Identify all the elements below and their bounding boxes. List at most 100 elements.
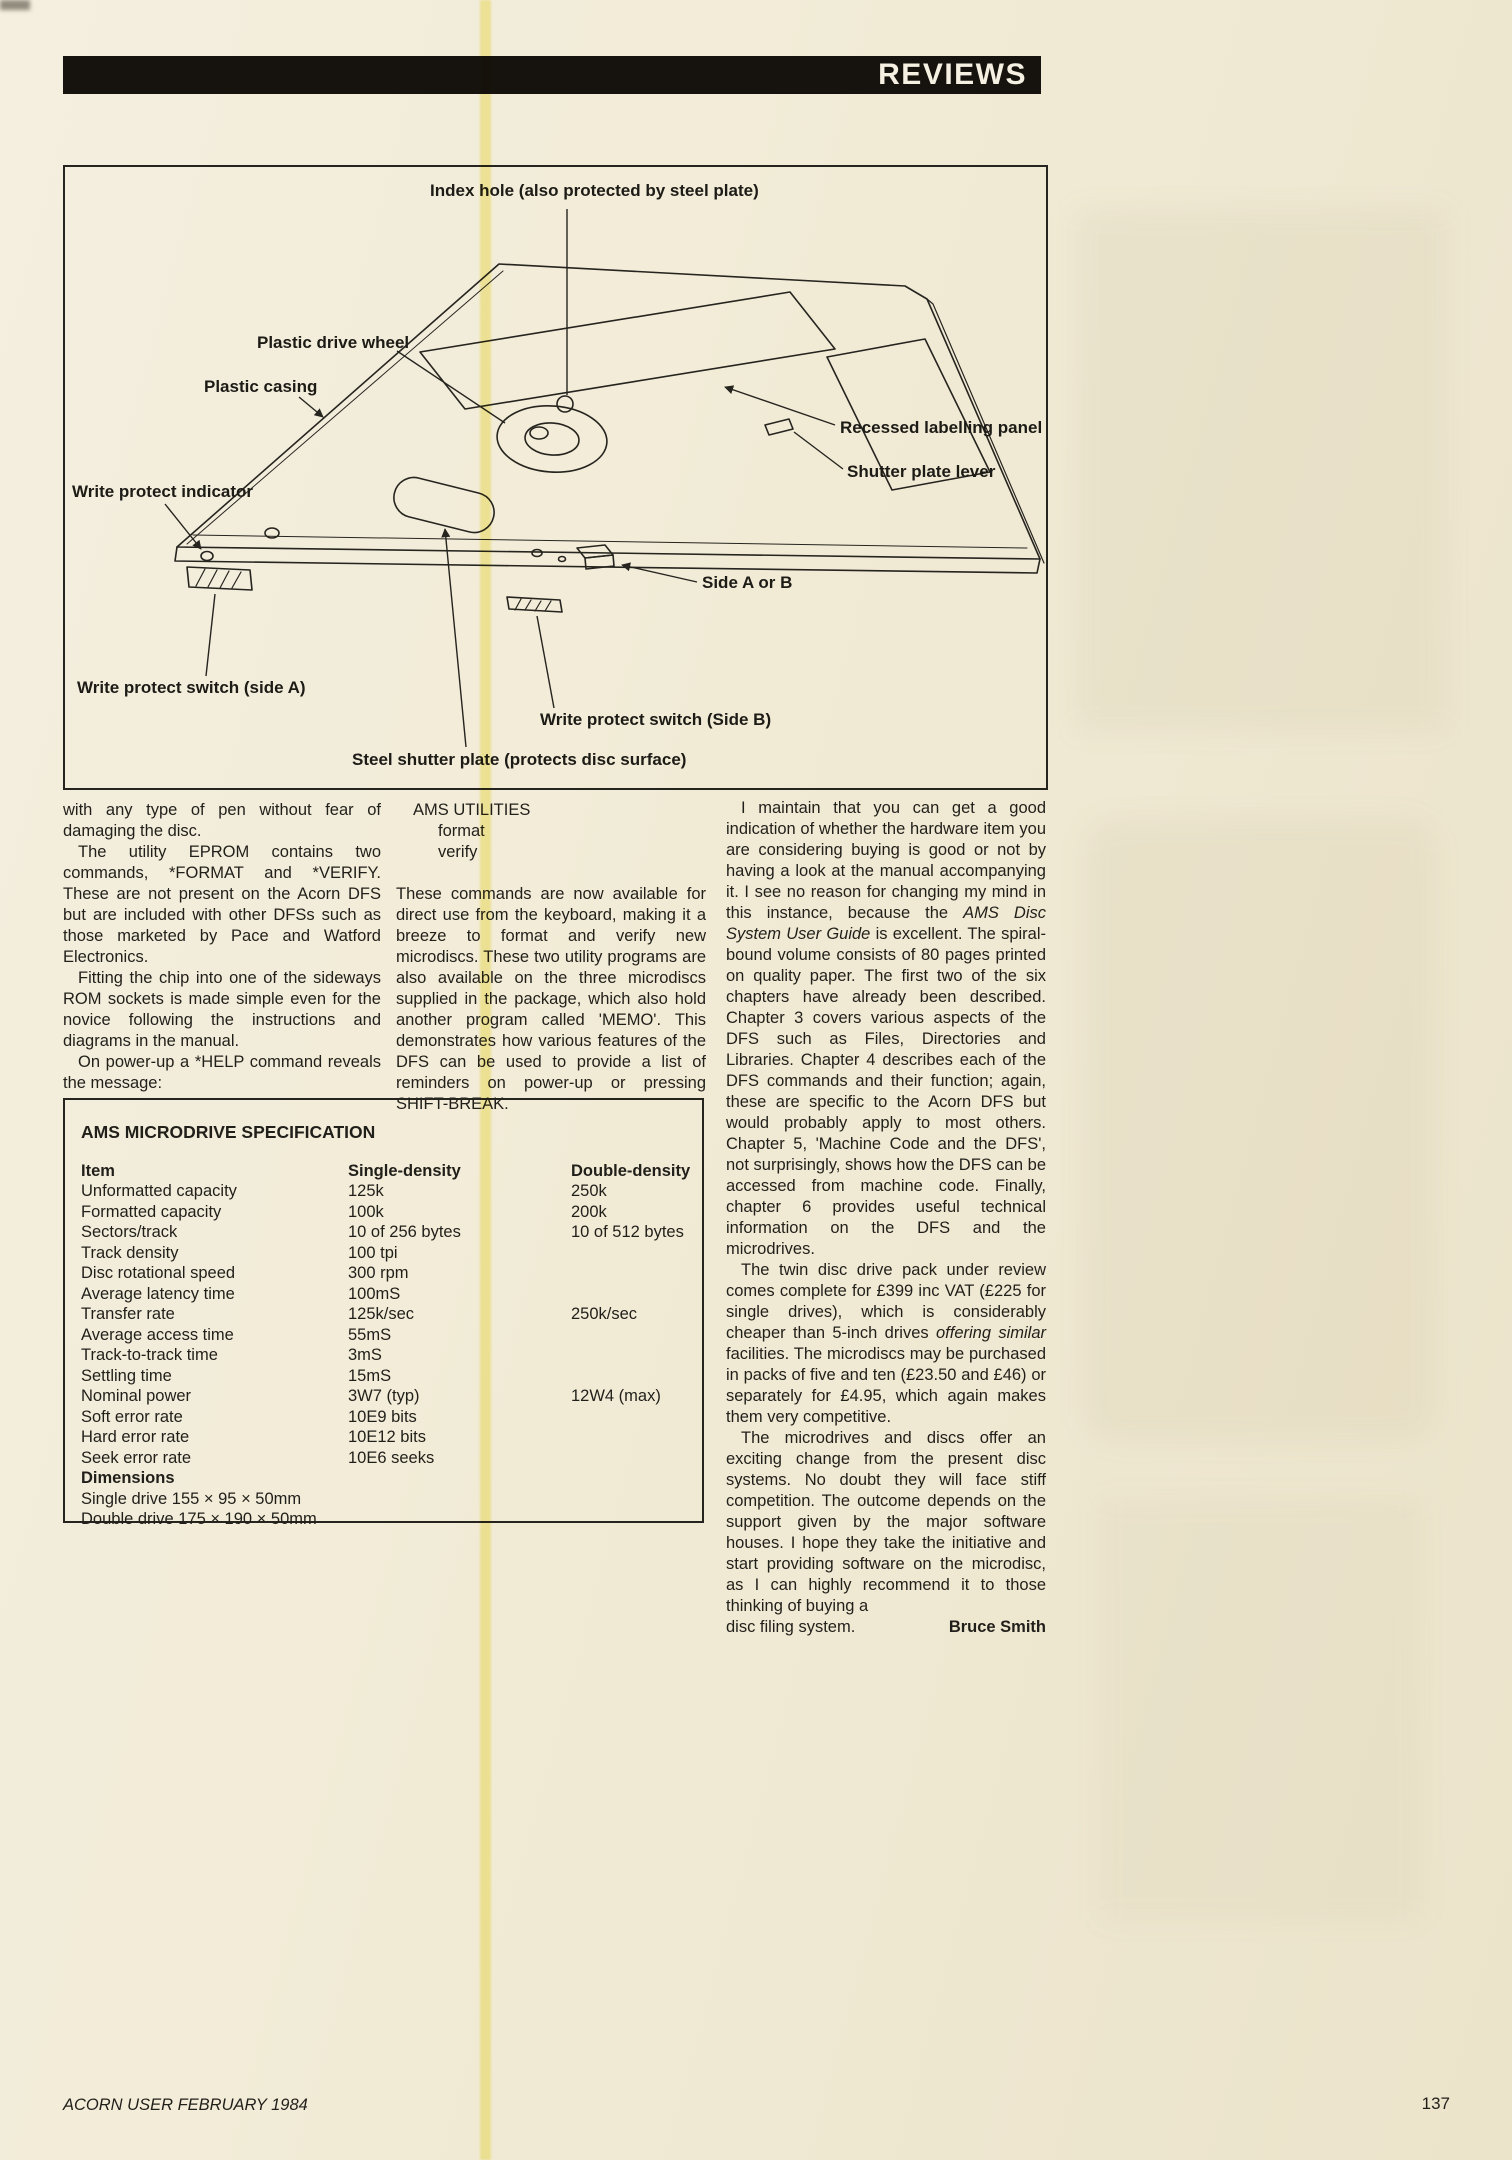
spec-cell: Formatted capacity [81, 1202, 222, 1221]
paragraph-text: I maintain that you can get a good indic… [726, 799, 1046, 922]
spec-header-row: Item Single-density Double-density [81, 1161, 690, 1182]
spec-table: AMS MICRODRIVE SPECIFICATION Item Single… [63, 1098, 704, 1528]
spec-cell: Nominal power [81, 1387, 192, 1405]
spec-cell: 10 of 256 bytes [348, 1223, 461, 1241]
diagram-label-index-hole: Index hole (also protected by steel plat… [430, 181, 759, 200]
spec-cell [571, 1325, 686, 1346]
disc-body-outline [176, 263, 1041, 560]
spec-dimensions-heading: Dimensions [81, 1469, 175, 1487]
diagram-label-plastic-casing: Plastic casing [204, 377, 318, 396]
labelling-panel [826, 338, 991, 491]
spec-cell [571, 1284, 686, 1305]
disc-bottom-thickness [174, 546, 1041, 574]
scan-bleed-artifact [1075, 210, 1445, 730]
paragraph-text: facilities. The microdiscs may be purcha… [726, 1345, 1046, 1426]
spec-cell: 10 of 512 bytes [571, 1223, 684, 1241]
index-hole [556, 395, 574, 413]
casing-hole [557, 555, 567, 563]
article-column-3: I maintain that you can get a good indic… [726, 798, 1046, 1638]
leader-lines [164, 209, 844, 748]
leader-side-a-or-b [621, 562, 698, 583]
page-section-title: REVIEWS [878, 58, 1027, 91]
drive-hub-inner [524, 422, 580, 456]
spec-cell: 3mS [348, 1346, 382, 1364]
spec-cell: 125k/sec [348, 1305, 415, 1323]
disc-diagram: Index hole (also protected by steel plat… [63, 165, 1048, 790]
spec-cell: Settling time [81, 1366, 172, 1385]
spec-cell: Hard error rate [81, 1428, 190, 1446]
spec-cell: 100 tpi [348, 1243, 398, 1262]
spec-header-cell: Double-density [571, 1161, 691, 1180]
diagram-label-plastic-drive-wheel: Plastic drive wheel [257, 333, 410, 352]
drive-hole [529, 426, 549, 440]
spec-cell: Soft error rate [81, 1407, 183, 1426]
listing-line: verify [438, 843, 478, 861]
spec-cell: 12W4 (max) [571, 1387, 661, 1405]
spec-cell: 15mS [348, 1366, 392, 1385]
spec-cell: 10E9 bits [348, 1407, 417, 1426]
closing-line: disc filing system. Bruce Smith [726, 1617, 1046, 1638]
listing-line: AMS UTILITIES [413, 801, 531, 819]
spec-cell: 250k/sec [571, 1305, 638, 1323]
diagram-label-write-protect-switch-a: Write protect switch (side A) [77, 678, 306, 697]
leader-plastic-casing [298, 396, 324, 418]
spec-cell: 100mS [348, 1284, 401, 1303]
spec-cell: Sectors/track [81, 1223, 178, 1241]
spec-dimension-line: Double drive 175 × 190 × 50mm [81, 1510, 317, 1528]
paragraph: On power-up a *HELP command reveals the … [63, 1053, 381, 1092]
spec-table-title: AMS MICRODRIVE SPECIFICATION [81, 1122, 376, 1142]
shutter-lever [764, 418, 794, 436]
spec-row: Sectors/track 10 of 256 bytes 10 of 512 by… [81, 1222, 686, 1243]
paragraph: The utility EPROM contains two commands,… [63, 843, 381, 966]
screen-listing: AMS UTILITIES format verify [396, 800, 706, 863]
diagram-label-recessed-labelling-panel: Recessed labelling panel [840, 418, 1043, 437]
spec-cell [571, 1407, 686, 1428]
paragraph: Fitting the chip into one of the sideway… [63, 969, 381, 1050]
paragraph: These commands are now available for dir… [396, 885, 706, 1113]
listing-line: format [438, 822, 485, 840]
spec-cell [571, 1427, 686, 1448]
spec-cell: 10E6 seeks [348, 1448, 435, 1467]
spec-cell: Average latency time [81, 1284, 235, 1303]
leader-write-protect-switch-b [536, 615, 555, 709]
scan-bleed-artifact [1100, 1500, 1420, 1920]
write-protect-switch-a-hatch [195, 568, 242, 589]
reviews-header-bar: REVIEWS [63, 56, 1041, 94]
diagram-label-side-a-or-b: Side A or B [702, 573, 793, 592]
footer-magazine-name: ACORN USER FEBRUARY 1984 [63, 2096, 308, 2114]
diagram-label-write-protect-switch-b: Write protect switch (Side B) [540, 710, 772, 729]
paragraph-text: The twin disc drive pack under review co… [726, 1261, 1046, 1342]
author-byline: Bruce Smith [948, 1618, 1046, 1636]
leader-steel-shutter-plate [441, 528, 467, 748]
paragraph: I maintain that you can get a good indic… [726, 798, 1046, 1260]
spec-cell [571, 1243, 686, 1264]
scan-smudge-artifact [0, 0, 30, 10]
spec-header-cell: Item [81, 1161, 115, 1180]
spec-cell: 200k [571, 1202, 607, 1221]
side-indicator-front [584, 554, 615, 570]
spec-row: Average latency time 100mS [81, 1284, 686, 1305]
diagram-label-shutter-plate-lever: Shutter plate lever [847, 462, 996, 481]
leader-write-protect-indicator [164, 503, 202, 550]
drive-hub-outer [496, 405, 608, 473]
closing-text: disc filing system. [726, 1618, 856, 1636]
footer-page-number: 137 [1421, 2094, 1450, 2113]
spec-cell [571, 1366, 686, 1387]
spec-cell [571, 1448, 686, 1469]
spec-cell [571, 1345, 686, 1366]
disc-left-seam [186, 270, 504, 545]
spec-dimension-line: Single drive 155 × 95 × 50mm [81, 1489, 302, 1508]
paragraph-text: is excellent. The spiral-bound volume co… [726, 925, 1046, 1258]
casing-hole [531, 548, 543, 558]
spec-row: Soft error rate 10E9 bits [81, 1407, 686, 1428]
disc-front-seam [192, 534, 1028, 549]
spec-cell: 125k [348, 1182, 384, 1200]
